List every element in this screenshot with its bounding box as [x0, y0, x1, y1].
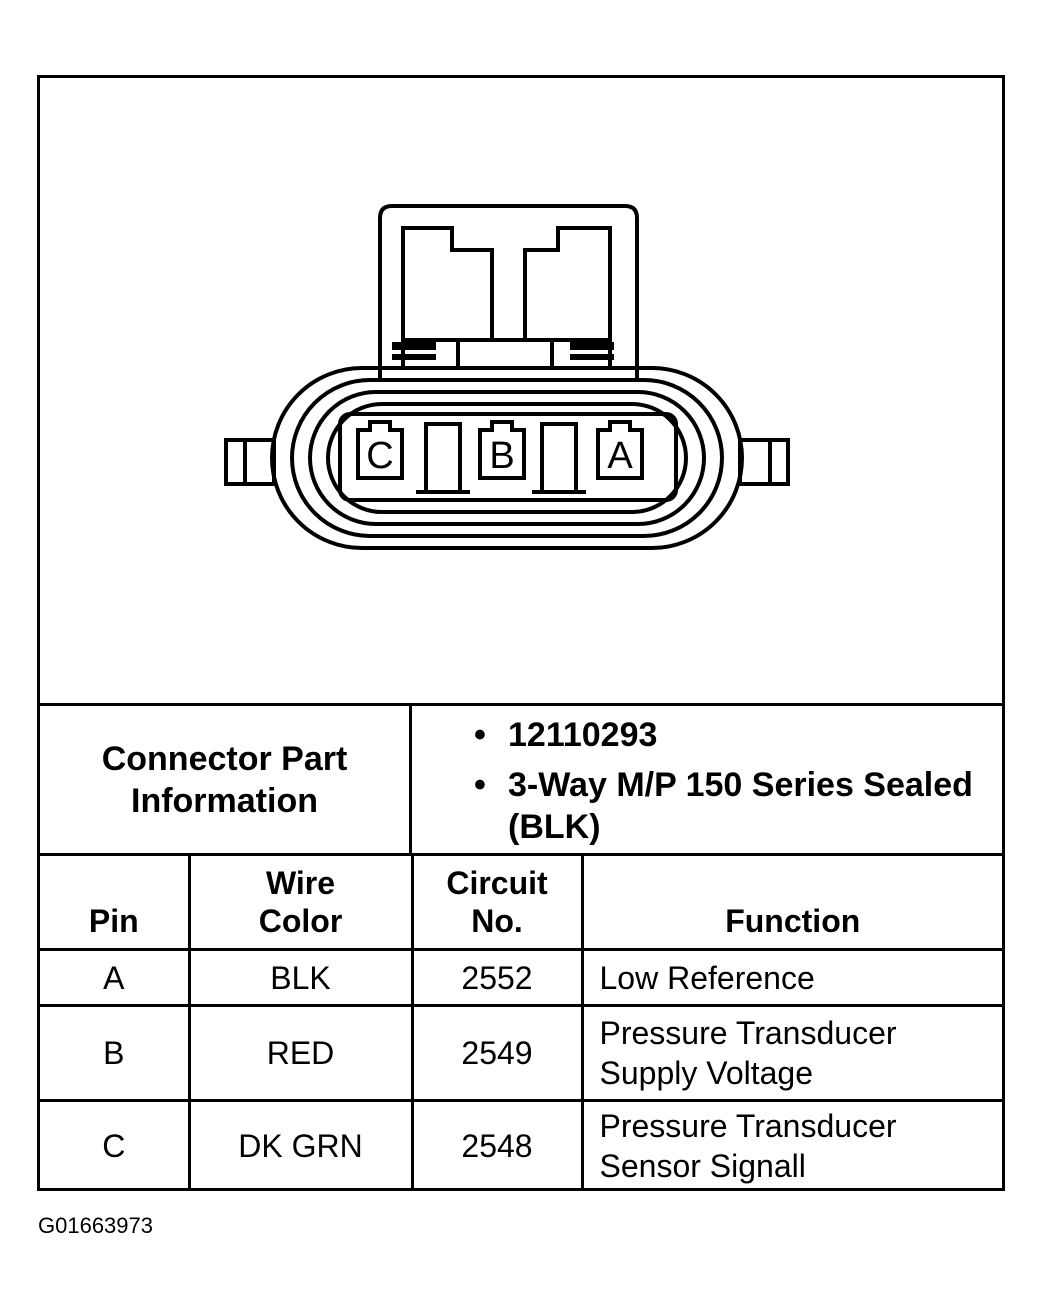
part-info-label: Connector Part Information: [101, 739, 348, 820]
header-circuit-no: Circuit No.: [410, 853, 584, 951]
header-pin: Pin: [40, 853, 191, 951]
connector-figure-frame: C B A Connector Part Information • 12110…: [37, 75, 1005, 1191]
table-row: A BLK 2552 Low Reference: [40, 948, 1002, 1007]
connector-face-diagram: C B A: [224, 204, 790, 550]
part-description: 3-Way M/P 150 Series Sealed (BLK): [508, 766, 973, 846]
circuit-no-cell: 2549: [410, 1004, 584, 1102]
figure-id: G01663973: [38, 1213, 153, 1238]
table-row: B RED 2549 Pressure Transducer Supply Vo…: [40, 1004, 1002, 1102]
right-ear: [738, 438, 790, 486]
pin-cavity-b: [478, 420, 526, 480]
locking-tab: [378, 204, 639, 378]
pin-table-header-row: Pin Wire Color Circuit No. Function: [40, 853, 1002, 951]
wire-color-cell: BLK: [187, 948, 414, 1007]
pin-label-a: A: [607, 435, 633, 477]
pin-label-c: C: [366, 435, 393, 477]
part-info-item: • 3-Way M/P 150 Series Sealed (BLK): [412, 764, 992, 848]
circuit-no-cell: 2548: [410, 1099, 584, 1190]
table-row: C DK GRN 2548 Pressure Transducer Sensor…: [40, 1099, 1002, 1190]
pin-cavity-a: [596, 420, 644, 480]
part-info-list: • 12110293 • 3-Way M/P 150 Series Sealed…: [412, 714, 992, 856]
function-cell: Pressure Transducer Sensor Signall: [580, 1099, 1002, 1190]
part-info-label-cell: Connector Part Information: [40, 706, 412, 853]
connector-face: [338, 412, 678, 502]
pin-cell: A: [40, 948, 191, 1007]
pin-table: Pin Wire Color Circuit No. Function A BL…: [40, 853, 1002, 1190]
wire-color-cell: DK GRN: [187, 1099, 414, 1190]
pin-cell: B: [40, 1004, 191, 1102]
function-cell: Pressure Transducer Supply Voltage: [580, 1004, 1002, 1102]
part-number: 12110293: [508, 716, 658, 754]
connector-part-information: Connector Part Information • 12110293 • …: [40, 703, 1002, 853]
bullet-icon: •: [474, 766, 486, 804]
function-cell: Low Reference: [580, 948, 1002, 1007]
header-wire-color: Wire Color: [187, 853, 414, 951]
locking-tab-inner: [401, 226, 612, 368]
pin-label-b: B: [489, 435, 514, 477]
circuit-no-cell: 2552: [410, 948, 584, 1007]
bullet-icon: •: [474, 716, 486, 754]
part-info-item: • 12110293: [412, 714, 992, 756]
left-ear: [224, 438, 276, 486]
header-function: Function: [580, 853, 1002, 951]
pin-cell: C: [40, 1099, 191, 1190]
connector-outer-shell: [270, 366, 744, 550]
pin-cavity-c: [356, 420, 404, 480]
wire-color-cell: RED: [187, 1004, 414, 1102]
